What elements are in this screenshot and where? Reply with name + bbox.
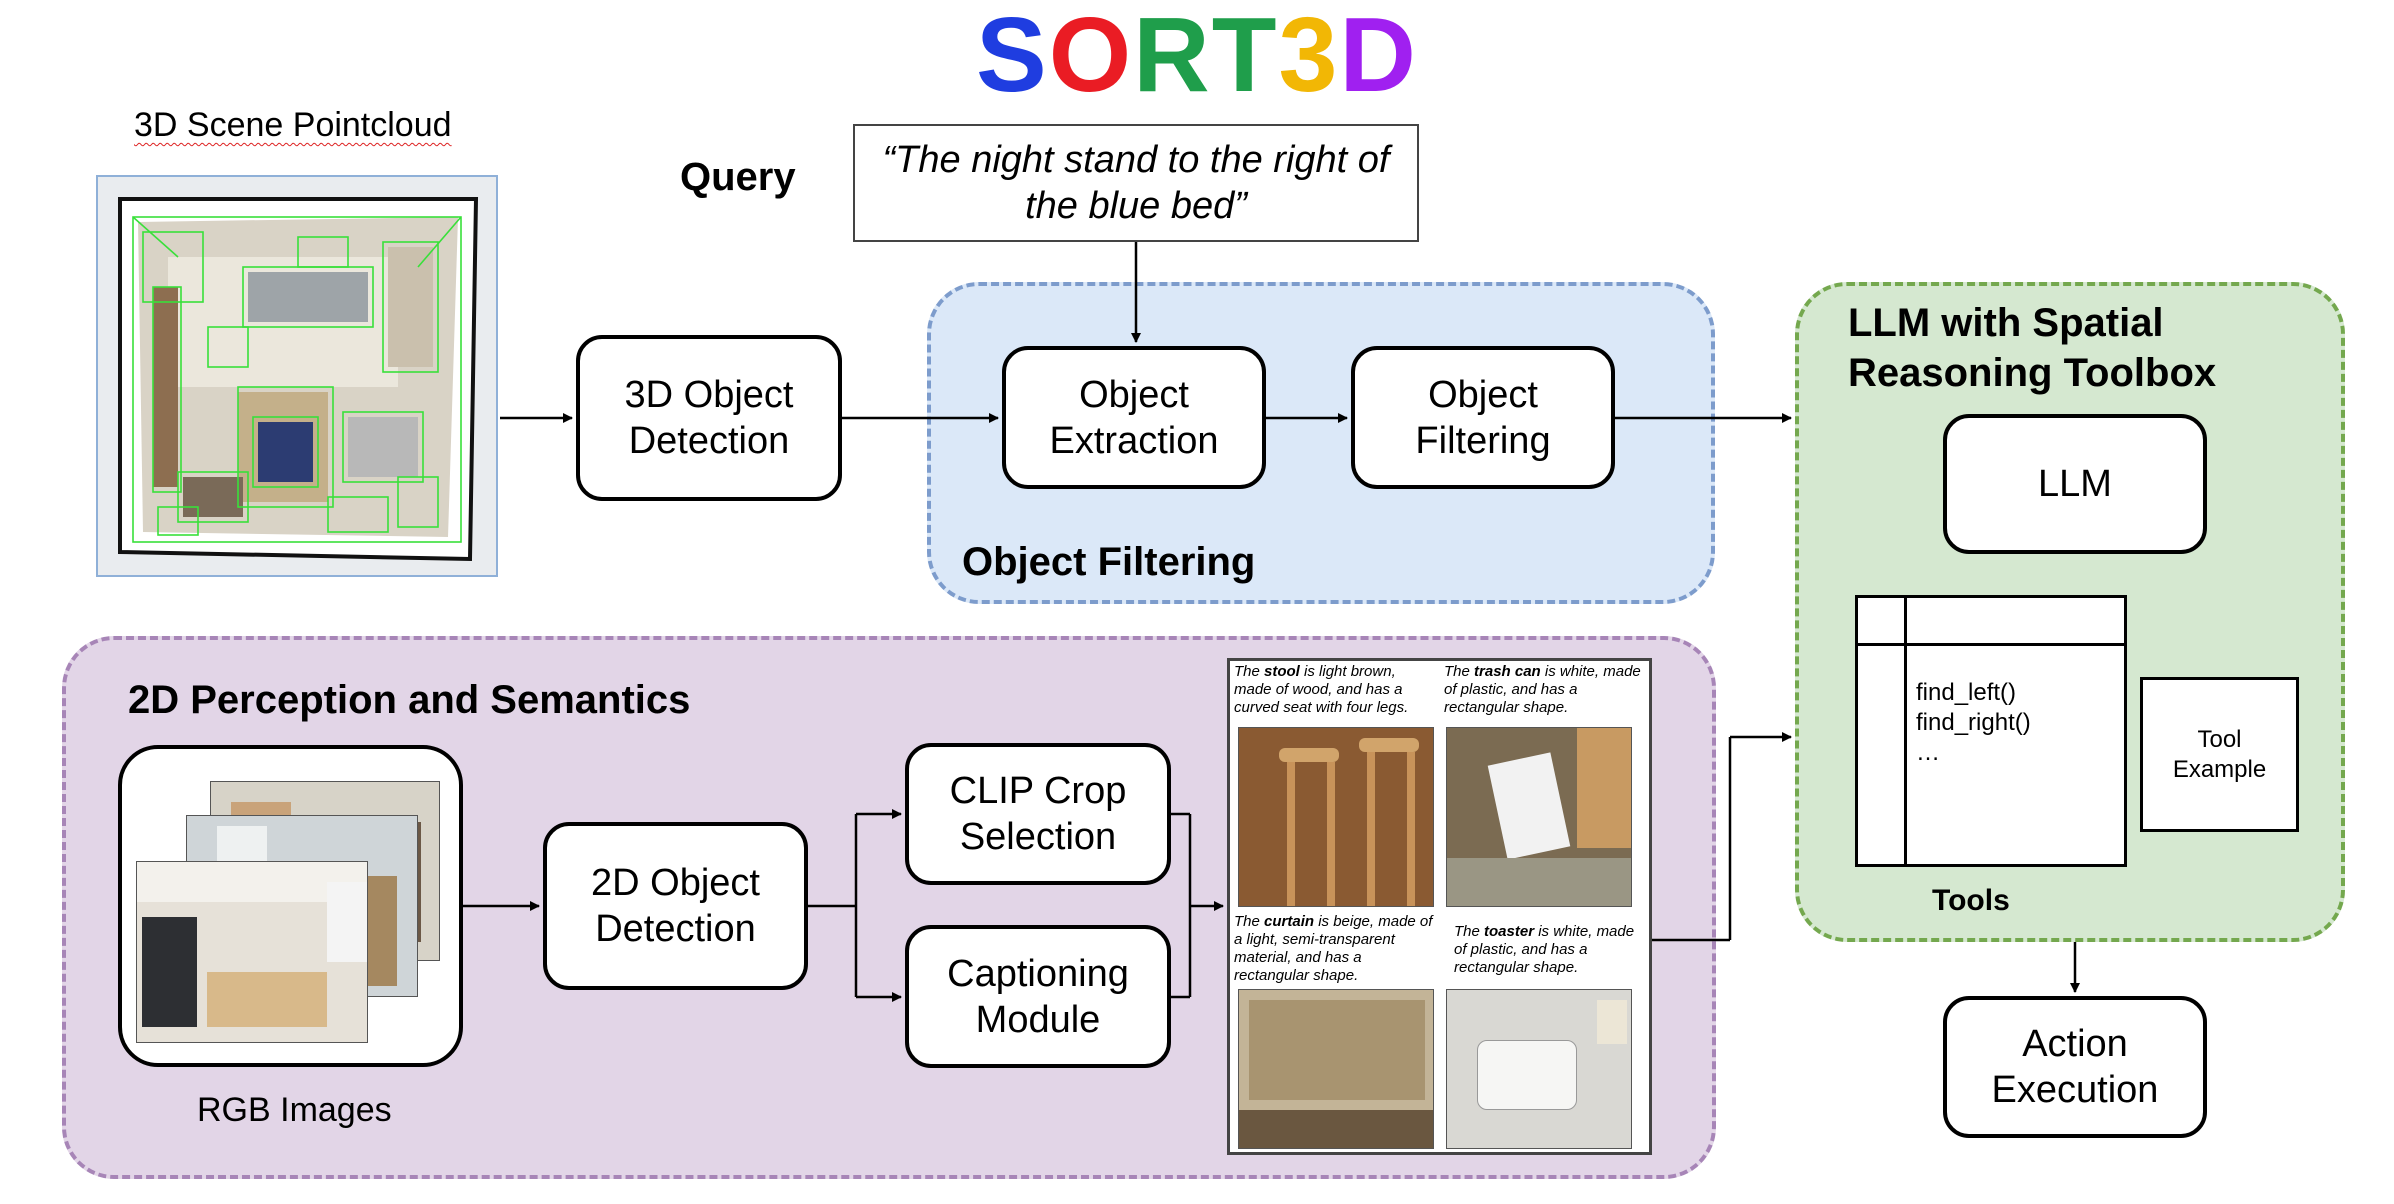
tools-table: find_left() find_right() … — [1855, 595, 2127, 867]
pointcloud-image — [96, 175, 498, 577]
tool-function: find_left() — [1916, 679, 2017, 706]
object-filtering-box: Object Filtering — [1351, 346, 1615, 489]
clip-crop-selection-box: CLIP Crop Selection — [905, 743, 1171, 885]
title-letter: S — [976, 0, 1049, 114]
stool-photo — [1238, 727, 1434, 907]
trash-can-photo — [1446, 727, 1632, 907]
title-letter: 3 — [1278, 0, 1340, 114]
caption-trash-can: The trash can is white, made of plastic,… — [1444, 663, 1641, 716]
captioning-module-box: Captioning Module — [905, 925, 1171, 1068]
toaster-photo — [1446, 989, 1632, 1149]
rgb-images-label: RGB Images — [197, 1091, 392, 1129]
3d-object-detection-box: 3D Object Detection — [576, 335, 842, 501]
tool-example-box: Tool Example — [2140, 677, 2299, 832]
rgb-images-frame — [118, 745, 463, 1067]
2d-object-detection-box: 2D Object Detection — [543, 822, 808, 990]
tool-function: … — [1916, 739, 1940, 766]
caption-panel: The stool is light brown, made of wood, … — [1227, 658, 1652, 1155]
caption-toaster: The toaster is white, made of plastic, a… — [1454, 923, 1635, 976]
tool-function-list: find_left() find_right() … — [1916, 678, 2031, 768]
title-letter: D — [1339, 0, 1418, 114]
title-letter: R — [1133, 0, 1212, 114]
tools-table-header-line — [1858, 643, 2124, 646]
query-text-box: “The night stand to the right of the blu… — [853, 124, 1419, 242]
llm-toolbox-title: LLM with Spatial Reasoning Toolbox — [1848, 301, 2217, 395]
title-letter: O — [1048, 0, 1134, 114]
title-letter: T — [1211, 0, 1279, 114]
tools-label: Tools — [1932, 884, 2010, 917]
query-label: Query — [680, 155, 796, 199]
rgb-image-front — [136, 861, 368, 1043]
tools-table-column-line — [1904, 598, 1907, 864]
tool-function: find_right() — [1916, 709, 2031, 736]
pointcloud-label: 3D Scene Pointcloud — [134, 106, 452, 144]
tool-example-label: Tool Example — [2172, 725, 2267, 783]
object-extraction-box: Object Extraction — [1002, 346, 1266, 489]
object-filtering-title: Object Filtering — [962, 540, 1256, 584]
diagram-title: SORT3D — [0, 0, 2394, 110]
llm-box: LLM — [1943, 414, 2207, 554]
perception-title: 2D Perception and Semantics — [128, 678, 691, 722]
curtain-photo — [1238, 989, 1434, 1149]
caption-curtain: The curtain is beige, made of a light, s… — [1234, 913, 1433, 984]
action-execution-box: Action Execution — [1943, 996, 2207, 1138]
caption-stool: The stool is light brown, made of wood, … — [1234, 663, 1409, 716]
